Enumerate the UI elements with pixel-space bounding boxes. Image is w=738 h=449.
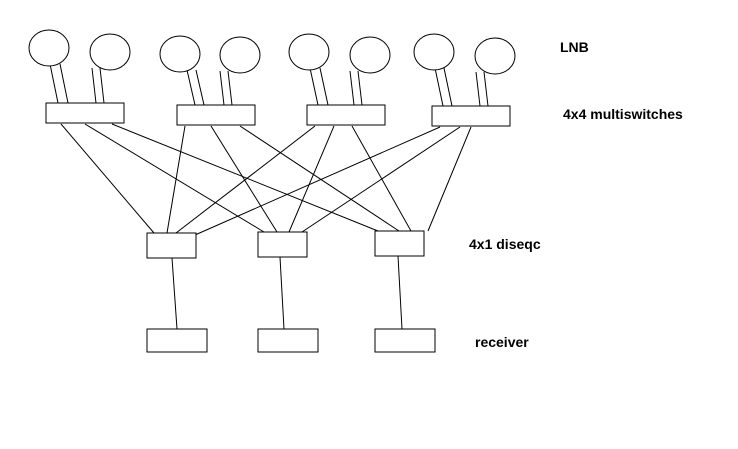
diseqc-box [146, 232, 197, 259]
lnb-dish [474, 37, 516, 75]
lnb-feed-line [91, 67, 97, 104]
lnb-feed-line [49, 63, 59, 104]
receiver-box [374, 328, 436, 353]
multiswitch-box [45, 102, 125, 124]
multiswitch-diseqc-line [175, 125, 316, 234]
lnb-feed-line [349, 70, 355, 106]
multiswitch-diseqc-line [111, 123, 379, 232]
lnb-feed-line [434, 67, 444, 107]
multiswitch-diseqc-line [210, 125, 278, 233]
lnb-dish [89, 33, 131, 71]
lnb-dish [288, 33, 330, 71]
multiswitch-diseqc-line [166, 125, 186, 234]
lnb-feed-line [319, 67, 329, 106]
diseqc-receiver-line [397, 255, 403, 330]
lnb-feed-line [219, 70, 225, 106]
lnb-feed-line [357, 70, 363, 106]
multiswitch-box [431, 105, 511, 127]
multiswitch-diseqc-line [351, 125, 412, 232]
multiswitch-diseqc-line [194, 126, 441, 236]
lnb-feed-line [483, 71, 489, 107]
lnb-feed-line [475, 71, 481, 107]
multiswitch-box [306, 104, 386, 126]
multiswitch-diseqc-line [84, 123, 265, 233]
diseqc-receiver-line [279, 256, 285, 330]
connection-lines [49, 63, 489, 330]
lnb-label: LNB [560, 39, 589, 55]
lnb-dish [219, 36, 261, 74]
diagram-nodes [28, 29, 516, 353]
multiswitch-diseqc-line [239, 125, 400, 232]
lnb-feed-line [59, 63, 69, 104]
lnb-feed-line [227, 70, 233, 106]
multiswitch-diseqc-line [427, 126, 472, 232]
multiswitch-box [176, 104, 256, 126]
lnb-feed-line [309, 67, 319, 106]
lnb-feed-line [186, 69, 196, 106]
diseqc-box [374, 230, 425, 257]
receiver-label: receiver [475, 334, 529, 350]
lnb-dish [413, 33, 455, 71]
multiswitch-diseqc-line [60, 123, 155, 234]
lnb-feed-line [195, 69, 205, 106]
lnb-dish [159, 35, 201, 73]
lnb-feed-line [99, 67, 105, 104]
diseqc-label: 4x1 diseqc [469, 236, 541, 252]
multiswitch-diseqc-line [301, 126, 461, 233]
lnb-dish [28, 29, 70, 67]
receiver-box [146, 328, 208, 353]
multiswitches-label: 4x4 multiswitches [563, 106, 683, 122]
diseqc-box [257, 231, 308, 258]
diseqc-receiver-line [171, 257, 178, 330]
multiswitch-diseqc-line [288, 125, 335, 233]
receiver-box [257, 328, 319, 353]
lnb-feed-line [443, 67, 453, 107]
lnb-dish [349, 36, 391, 74]
